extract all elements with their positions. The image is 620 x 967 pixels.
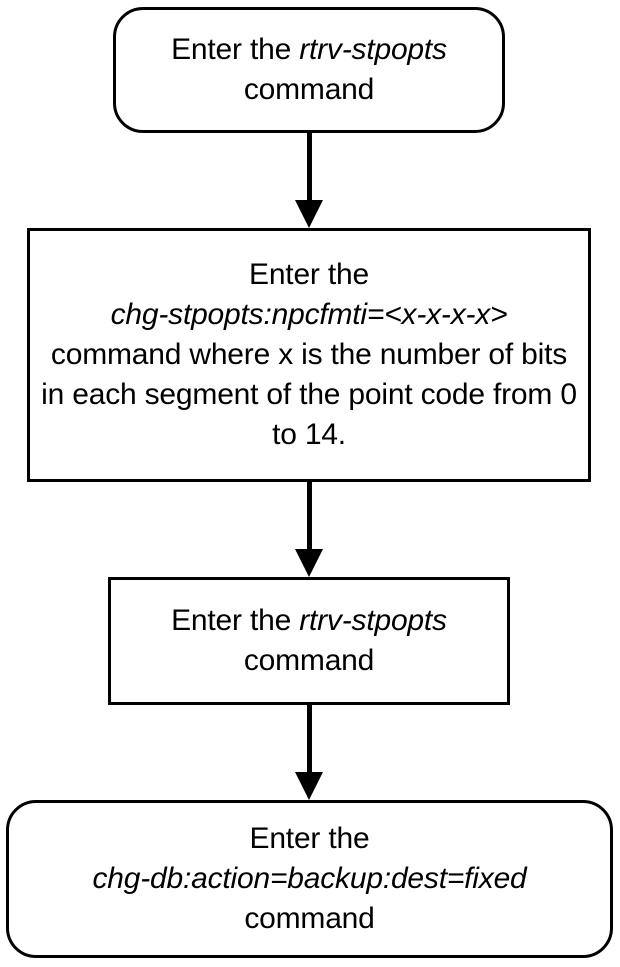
flow-node-1[interactable]: Enter the rtrv-stpopts command: [113, 7, 505, 133]
flow-node-4-text-normal-2: command: [244, 902, 375, 935]
flow-arrow-1-head: [295, 200, 323, 228]
flow-arrow-2-head: [295, 549, 323, 577]
flow-node-2-text-normal-2: command where x is the number of bits in…: [41, 338, 577, 451]
flow-node-3-text-normal-1: Enter the: [171, 604, 300, 637]
flow-arrow-2-shaft: [306, 482, 312, 549]
flow-node-3[interactable]: Enter the rtrv-stpopts command: [108, 577, 510, 705]
flow-node-2-text-normal-1: Enter the: [249, 258, 369, 291]
flow-node-2-label: Enter the chg-stpopts:npcfmti=<x-x-x-x> …: [30, 255, 588, 455]
flow-node-1-text-normal-2: command: [243, 73, 375, 106]
flow-node-3-text-italic: rtrv-stpopts: [299, 604, 447, 637]
flow-node-4-text-italic: chg-db:action=backup:dest=fixed: [92, 862, 527, 895]
flow-node-4-text-normal-1: Enter the: [249, 822, 370, 855]
flow-node-3-text-normal-2: command: [243, 644, 375, 677]
flow-arrow-3-head: [295, 772, 323, 800]
flow-arrow-3-shaft: [306, 705, 312, 772]
flow-node-2-text-italic: chg-stpopts:npcfmti=<x-x-x-x>: [110, 298, 508, 331]
flow-node-4-label: Enter the chg-db:action=backup:dest=fixe…: [82, 819, 536, 939]
flow-node-1-text-italic: rtrv-stpopts: [299, 33, 447, 66]
flow-node-1-label: Enter the rtrv-stpopts command: [161, 30, 457, 110]
flow-node-2[interactable]: Enter the chg-stpopts:npcfmti=<x-x-x-x> …: [27, 228, 591, 482]
flow-node-1-text-normal-1: Enter the: [171, 33, 300, 66]
flow-arrow-1-shaft: [306, 133, 312, 200]
flow-node-3-label: Enter the rtrv-stpopts command: [161, 601, 457, 681]
flow-node-4[interactable]: Enter the chg-db:action=backup:dest=fixe…: [6, 800, 613, 958]
